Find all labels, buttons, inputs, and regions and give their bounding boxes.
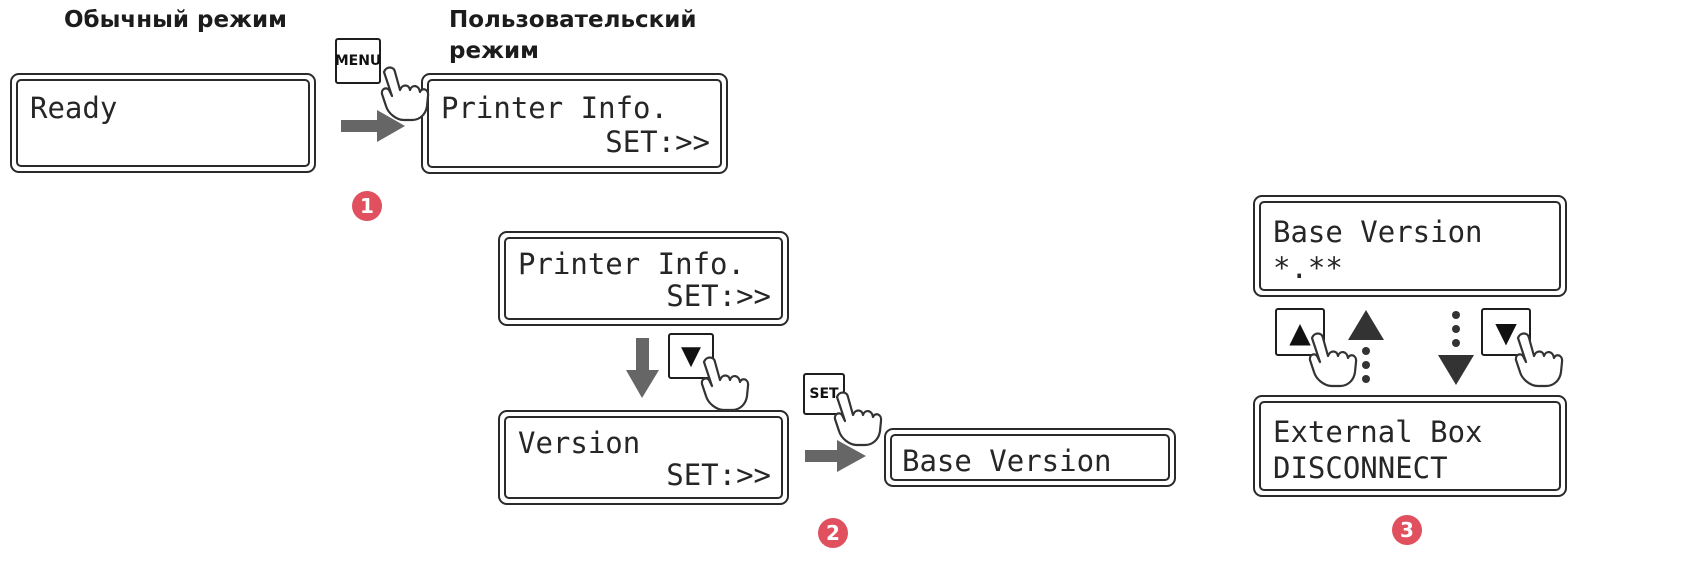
lcd-printer-info-top: Printer Info. SET:>> [421,73,728,174]
down-arrow-dotted [1438,311,1474,385]
lcd-line-1: Printer Info. [518,247,745,281]
lcd-printer-info-mid: Printer Info. SET:>> [498,231,789,326]
lcd-line-2: *.** [1273,251,1343,285]
lcd-line-2: SET:>> [605,125,710,159]
down-arrow [626,338,659,398]
lcd-base-version-menu: Base Version [884,428,1176,487]
user-mode-title: Пользовательский режим [449,7,697,64]
lcd-line-1: Base Version [1273,215,1483,249]
lcd-line-1: External Box [1273,415,1483,449]
lcd-line-1: Printer Info. [441,91,668,125]
lcd-line-2: SET:>> [666,458,771,492]
lcd-external-box: External Box DISCONNECT [1253,395,1567,497]
lcd-line-1: Version [518,426,641,460]
step-badge-3: 3 [1392,515,1422,545]
lcd-base-version-value: Base Version *.** [1253,195,1567,297]
menu-key: MENU [335,38,381,84]
lcd-line-1: Base Version [902,444,1112,478]
right-arrow-1 [341,110,405,142]
step-badge-1: 1 [352,191,382,221]
lcd-ready: Ready [10,73,316,173]
hand-icon [1514,332,1564,388]
lcd-line-2: DISCONNECT [1273,451,1448,485]
step-badge-2: 2 [818,518,848,548]
lcd-line-1: Ready [30,91,118,125]
hand-icon [833,391,883,447]
lcd-line-2: SET:>> [666,279,771,313]
right-arrow-2 [805,440,866,472]
lcd-version: Version SET:>> [498,410,789,505]
normal-mode-title: Обычный режим [64,7,287,33]
hand-icon [380,66,430,122]
hand-icon [1308,332,1358,388]
up-arrow-dotted [1348,310,1384,383]
hand-icon [700,356,750,412]
